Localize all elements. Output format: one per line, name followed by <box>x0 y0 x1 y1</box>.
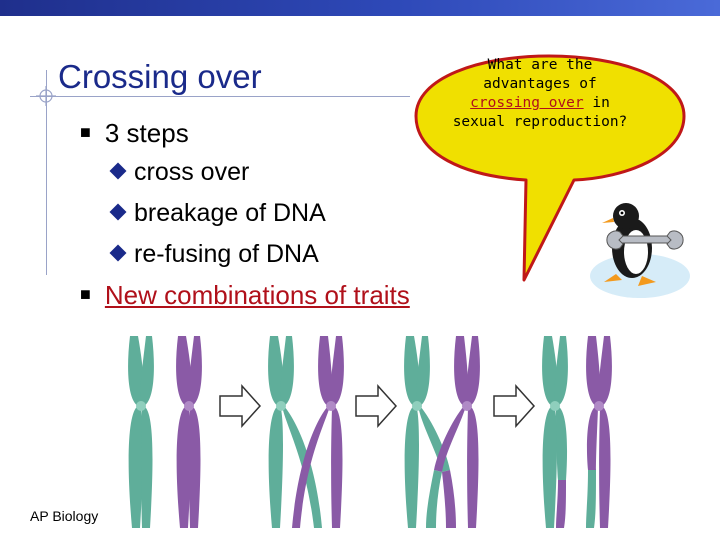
chromosome-purple-1 <box>176 336 202 528</box>
penguin-with-wrench-icon <box>590 203 690 298</box>
sub-bullet-text: breakage of DNA <box>134 199 326 227</box>
bubble-line: crossing over in <box>424 94 656 113</box>
bubble-line: advantages of <box>483 76 597 92</box>
bubble-question: What are the advantages of crossing over… <box>424 56 656 132</box>
diamond-bullet-icon <box>109 244 127 262</box>
chromosome-purple-4 <box>586 336 612 528</box>
bullet-steps: ■ 3 steps <box>80 118 189 149</box>
sub-bullet-1: cross over <box>109 158 250 187</box>
speech-bubble <box>414 54 686 282</box>
sub-bullet-2: breakage of DNA <box>109 199 326 228</box>
chromosome-green-1 <box>128 336 154 528</box>
bubble-link[interactable]: crossing over <box>470 95 584 111</box>
sub-bullet-3: re-fusing of DNA <box>109 240 319 269</box>
diamond-bullet-icon <box>109 162 127 180</box>
chromosome-green-3 <box>404 336 456 528</box>
horizontal-rule <box>30 96 410 97</box>
top-banner <box>0 0 720 16</box>
new-combinations-link[interactable]: New combinations of traits <box>104 280 410 310</box>
sub-bullet-text: cross over <box>134 158 250 186</box>
arrow-icon <box>355 384 398 428</box>
square-bullet-icon: ■ <box>80 284 91 304</box>
bullet-steps-text: 3 steps <box>104 118 189 148</box>
arrow-icon <box>219 384 262 428</box>
bullet-new-combinations: ■ New combinations of traits <box>80 280 410 311</box>
diamond-bullet-icon <box>109 203 127 221</box>
chromosome-purple-3 <box>426 336 480 528</box>
bubble-line-tail: in <box>583 95 610 111</box>
chromosome-purple-2 <box>292 336 344 528</box>
chromosome-green-4 <box>542 336 568 528</box>
slide-title: Crossing over <box>58 58 262 95</box>
footer-label: AP Biology <box>30 508 99 524</box>
bubble-line: sexual reproduction? <box>452 114 628 130</box>
crossing-over-diagram <box>128 336 612 528</box>
bubble-line: What are the <box>487 57 593 73</box>
arrow-icon <box>493 384 536 428</box>
crosshair-icon <box>36 86 56 106</box>
square-bullet-icon: ■ <box>80 122 91 142</box>
sub-bullet-text: re-fusing of DNA <box>134 240 319 268</box>
chromosome-green-2 <box>268 336 322 528</box>
vertical-rule <box>46 70 47 275</box>
